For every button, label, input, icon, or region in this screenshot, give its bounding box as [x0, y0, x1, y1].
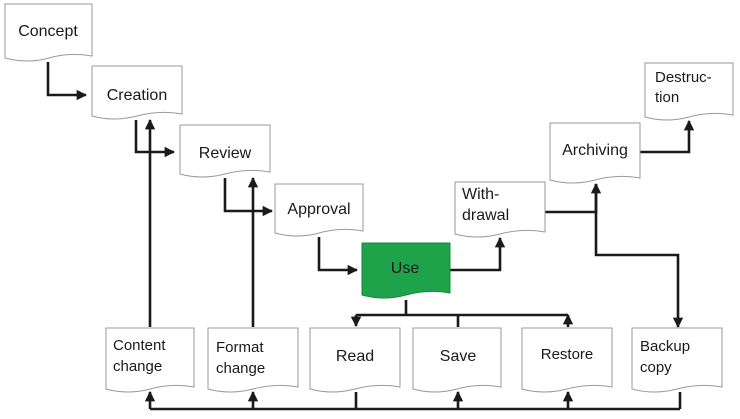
node-concept: Concept [4, 3, 93, 62]
connector-withdrawal-archiving [545, 182, 602, 214]
label-approval: Approval [287, 201, 350, 218]
node-approval: Approval [274, 183, 364, 237]
connector-approval-use [317, 237, 359, 276]
label-withdrawal: With- drawal [462, 186, 509, 224]
connector-concept-creation [46, 62, 88, 101]
doc-shape-creation [91, 65, 183, 120]
label-use: Use [391, 260, 420, 277]
label-save: Save [440, 348, 477, 365]
doc-shape-approval [274, 183, 364, 237]
doc-shape-content-change [105, 327, 195, 393]
node-archiving: Archiving [549, 122, 641, 184]
node-destruction: Destruc- tion [644, 62, 734, 121]
doc-shape-restore [521, 327, 613, 393]
doc-shape-concept [4, 3, 93, 62]
doc-shape-review [179, 124, 271, 178]
label-concept: Concept [18, 23, 78, 40]
label-backup-copy: Backup copy [640, 338, 694, 376]
connectors [46, 62, 695, 411]
node-withdrawal: With- drawal [454, 181, 546, 238]
label-destruction: Destruc- tion [655, 69, 716, 106]
node-read: Read [309, 327, 401, 393]
label-content-change: Content change [113, 337, 170, 375]
node-review: Review [179, 124, 271, 178]
node-save: Save [412, 327, 502, 393]
label-archiving: Archiving [562, 142, 628, 159]
connector-use-withdrawal [450, 236, 506, 272]
node-backup-copy: Backup copy [631, 327, 723, 393]
node-creation: Creation [91, 65, 183, 120]
label-format-change: Format change [216, 339, 268, 377]
label-review: Review [199, 145, 252, 162]
node-use: Use [361, 242, 451, 299]
connector-archiving-destruction [640, 119, 695, 154]
connector-review-approval [223, 178, 274, 217]
doc-shape-use [361, 242, 451, 299]
node-restore: Restore [521, 327, 613, 393]
doc-shape-save [412, 327, 502, 393]
connector-archiving-backup [594, 184, 684, 329]
label-creation: Creation [107, 87, 167, 104]
doc-shape-read [309, 327, 401, 393]
label-restore: Restore [541, 346, 594, 363]
doc-shape-backup-copy [631, 327, 723, 393]
label-read: Read [336, 348, 374, 365]
node-content-change: Content change [105, 327, 195, 393]
doc-shape-format-change [207, 327, 299, 393]
node-format-change: Format change [207, 327, 299, 393]
doc-shape-withdrawal [454, 181, 546, 238]
connector-creation-review [134, 120, 176, 158]
doc-shape-destruction [644, 62, 734, 121]
doc-shape-archiving [549, 122, 641, 184]
